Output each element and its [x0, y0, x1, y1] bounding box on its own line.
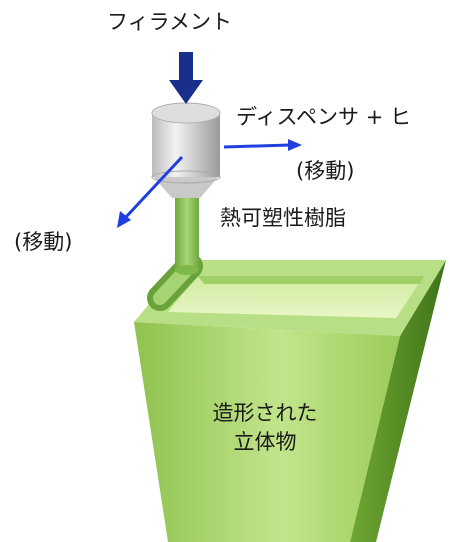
move-right-arrow — [223, 139, 302, 151]
object-label-line1: 造形された — [212, 401, 318, 425]
resin-tube — [175, 190, 199, 270]
move-left-label: (移動) — [14, 230, 73, 254]
object-front-face — [134, 322, 400, 542]
dispenser-top — [151, 102, 221, 124]
dispenser-bottom-rim — [151, 170, 221, 184]
dispenser-head — [151, 102, 221, 198]
dispenser-body — [152, 113, 220, 177]
dispenser-heater-label: ディスペンサ + ヒ — [236, 105, 412, 129]
dispenser-nozzle — [152, 175, 220, 198]
move-right-label: (移動) — [296, 159, 355, 183]
move-diagonal-arrow — [117, 155, 184, 228]
filament-label: フィラメント — [107, 10, 232, 34]
object-inner-wall — [198, 276, 424, 284]
object-label-line2: 立体物 — [233, 430, 297, 454]
object-side-face — [350, 260, 446, 542]
filament-feed-arrow — [169, 52, 203, 104]
resin-tube-bottom — [175, 265, 199, 275]
object-top-opening — [168, 276, 424, 318]
built-object — [134, 260, 446, 542]
resin-label: 熱可塑性樹脂 — [220, 206, 346, 230]
